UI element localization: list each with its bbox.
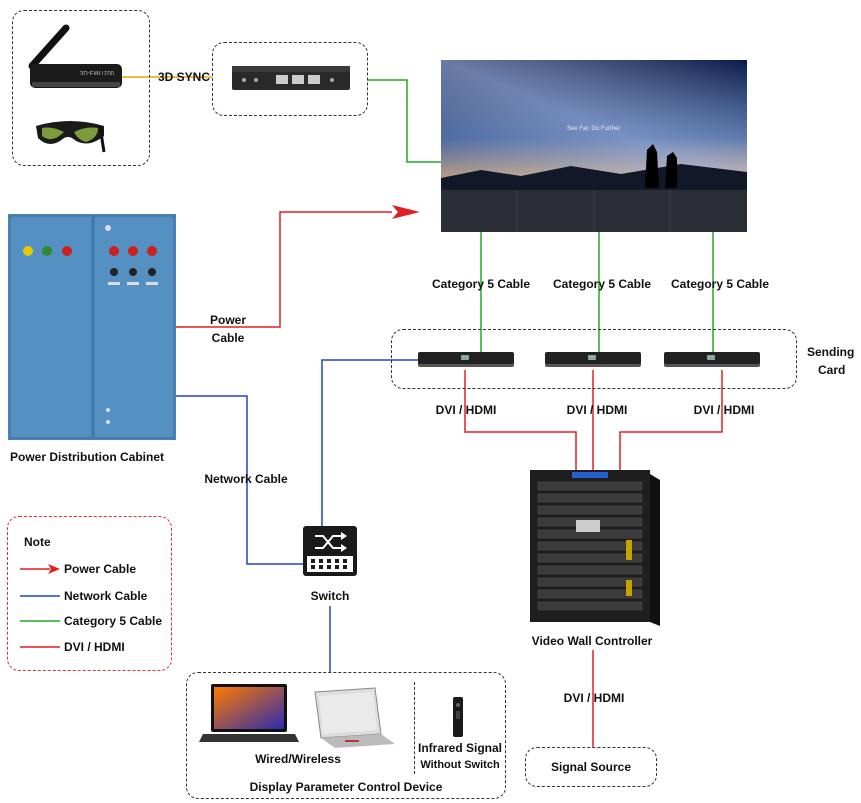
sending-card-group <box>391 329 797 389</box>
emitter-icon: 3D-EMIT100 <box>24 24 124 92</box>
cat5-label-1: Category 5 Cable <box>431 277 531 291</box>
dvi-wire-1 <box>464 370 577 470</box>
sync-label: 3D SYNC <box>158 70 211 84</box>
server-rack-icon <box>526 470 662 626</box>
dvi-label-source: DVI / HDMI <box>563 691 625 705</box>
sync-box-icon <box>232 64 350 94</box>
3d-sync-group <box>12 10 150 166</box>
switch-label: Switch <box>310 589 350 603</box>
sync-box-group <box>212 42 368 116</box>
switch-icon <box>303 526 357 576</box>
note-item-power: Power Cable <box>64 562 137 576</box>
network-cable-wire <box>175 395 303 565</box>
cabinet-label: Power Distribution Cabinet <box>10 450 165 464</box>
note-box <box>7 516 172 671</box>
note-item-network: Network Cable <box>64 589 148 603</box>
cat5-label-2: Category 5 Cable <box>552 277 652 291</box>
dvi-label-2: DVI / HDMI <box>566 403 628 417</box>
network-cable-label: Network Cable <box>204 472 288 486</box>
signal-source-box <box>525 747 657 787</box>
device-divider <box>414 682 416 774</box>
sending-card-label-2: Card <box>818 363 846 377</box>
control-device-label: Display Parameter Control Device <box>249 780 443 794</box>
tablet-icon <box>305 686 397 748</box>
note-item-dvi: DVI / HDMI <box>64 640 125 654</box>
infrared-label-2: Without Switch <box>420 759 500 771</box>
emitter-text: 3D-EMIT100 <box>80 69 115 75</box>
signal-source-label: Signal Source <box>550 760 632 774</box>
note-title: Note <box>24 535 51 549</box>
note-item-cat5: Category 5 Cable <box>64 614 163 628</box>
power-cable-label-1: Power <box>209 313 247 327</box>
controller-label: Video Wall Controller <box>531 634 653 648</box>
infrared-label-1: Infrared Signal <box>417 741 503 755</box>
network-switch-to-card-wire <box>321 359 418 530</box>
3d-glasses-icon <box>34 116 106 154</box>
dvi-wire-3 <box>619 370 723 470</box>
cat5-label-3: Category 5 Cable <box>670 277 770 291</box>
remote-icon <box>452 697 464 737</box>
dvi-label-3: DVI / HDMI <box>693 403 755 417</box>
sending-card-2 <box>545 352 641 364</box>
led-display: See Far, Go Further <box>441 60 747 232</box>
power-arrow-head <box>392 205 420 219</box>
power-cable-wire <box>175 211 392 328</box>
wired-wireless-label: Wired/Wireless <box>255 752 341 766</box>
sending-card-3 <box>664 352 760 364</box>
sending-card-label-1: Sending <box>807 345 855 359</box>
cabinet-icon <box>8 214 176 440</box>
note-list: Power Cable Network Cable Category 5 Cab… <box>18 559 168 659</box>
sync-to-display-wire <box>367 79 444 163</box>
laptop-icon <box>199 684 299 746</box>
screen-text: See Far, Go Further <box>567 126 621 132</box>
dvi-label-1: DVI / HDMI <box>435 403 497 417</box>
control-device-group <box>186 672 506 799</box>
sending-card-1 <box>418 352 514 364</box>
power-cable-label-2: Cable <box>211 331 245 345</box>
